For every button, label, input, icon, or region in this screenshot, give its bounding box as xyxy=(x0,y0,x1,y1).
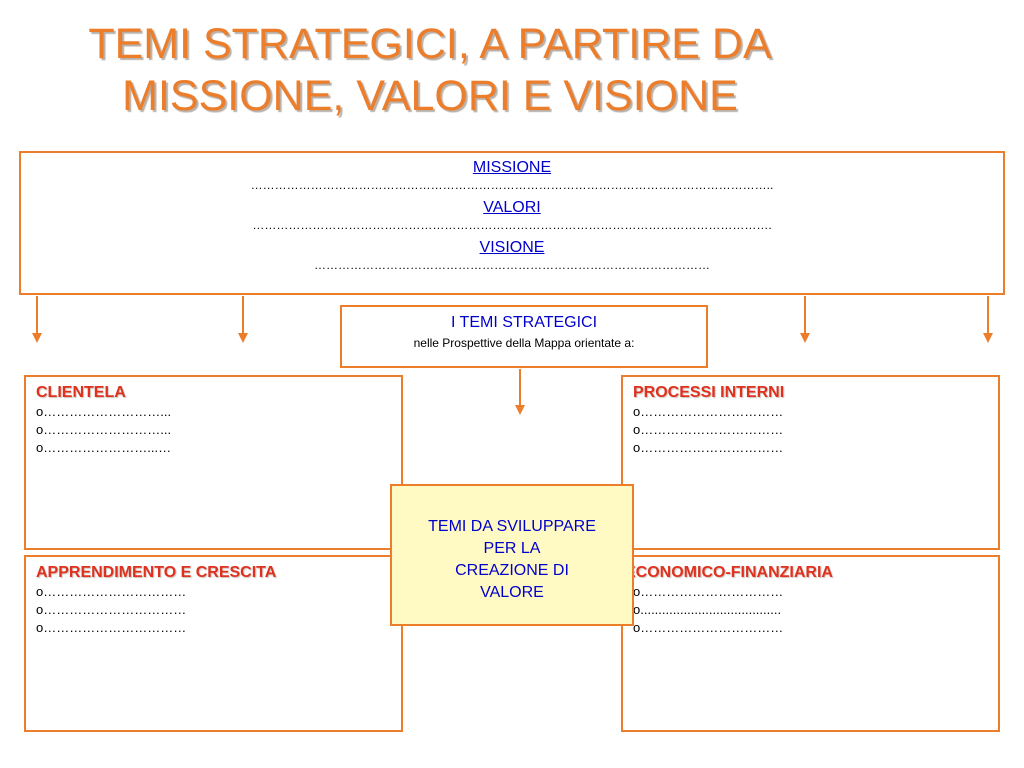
visione-placeholder: ……………………………………………………………………………………… xyxy=(314,258,710,272)
temi-line-4: VALORE xyxy=(480,584,544,601)
list-item: o………………………... xyxy=(36,404,172,419)
slide-title-line-1: TEMI STRATEGICI, A PARTIRE DA xyxy=(88,20,772,68)
economico-finanziaria-title: ECONOMICO-FINANZIARIA xyxy=(625,564,833,581)
list-item: o…………………………… xyxy=(633,422,784,437)
list-item: o…………………………… xyxy=(633,440,784,455)
valori-placeholder: …………………………………………………………………………………………………………… xyxy=(252,218,772,232)
missione-placeholder: …………………………………………………………………………………………………………… xyxy=(250,178,774,192)
temi-line-1: TEMI DA SVILUPPARE xyxy=(428,518,596,535)
strategic-themes-box: I TEMI STRATEGICI nelle Prospettive dell… xyxy=(340,305,708,368)
list-item: o…………………………… xyxy=(36,584,187,599)
temi-line-3: CREAZIONE DI xyxy=(455,562,569,579)
temi-da-sviluppare-box: TEMI DA SVILUPPARE PER LA CREAZIONE DI V… xyxy=(390,484,634,626)
mission-values-vision-box: MISSIONE …………………………………………………………………………………… xyxy=(19,151,1005,295)
list-item: o…………………………… xyxy=(633,620,784,635)
list-item: o………………………... xyxy=(36,422,172,437)
list-item: o…………………………… xyxy=(633,404,784,419)
missione-heading: MISSIONE xyxy=(472,159,552,176)
list-item: o……………………...… xyxy=(36,440,172,455)
strategic-themes-subtitle: nelle Prospettive della Mappa orientate … xyxy=(413,336,635,350)
list-item: o…………………………… xyxy=(633,584,784,599)
strategic-themes-title: I TEMI STRATEGICI xyxy=(450,314,598,331)
slide-title: TEMI STRATEGICI, A PARTIRE DA MISSIONE, … xyxy=(20,18,840,122)
processi-interni-title: PROCESSI INTERNI xyxy=(633,384,785,401)
temi-line-2: PER LA xyxy=(483,540,541,557)
visione-heading: VISIONE xyxy=(479,239,545,256)
list-item: o....................................... xyxy=(633,602,782,617)
economico-finanziaria-box: ECONOMICO-FINANZIARIA o…………………………… o....… xyxy=(621,555,1000,732)
slide-title-line-2: MISSIONE, VALORI E VISIONE xyxy=(122,72,738,120)
clientela-title: CLIENTELA xyxy=(36,384,126,401)
apprendimento-crescita-title: APPRENDIMENTO E CRESCITA xyxy=(36,564,277,581)
processi-interni-box: PROCESSI INTERNI o…………………………… o………………………… xyxy=(621,375,1000,550)
clientela-box: CLIENTELA o………………………... o………………………... o…… xyxy=(24,375,403,550)
valori-heading: VALORI xyxy=(483,199,541,216)
list-item: o…………………………… xyxy=(36,602,187,617)
list-item: o…………………………… xyxy=(36,620,187,635)
apprendimento-crescita-box: APPRENDIMENTO E CRESCITA o…………………………… o…… xyxy=(24,555,403,732)
